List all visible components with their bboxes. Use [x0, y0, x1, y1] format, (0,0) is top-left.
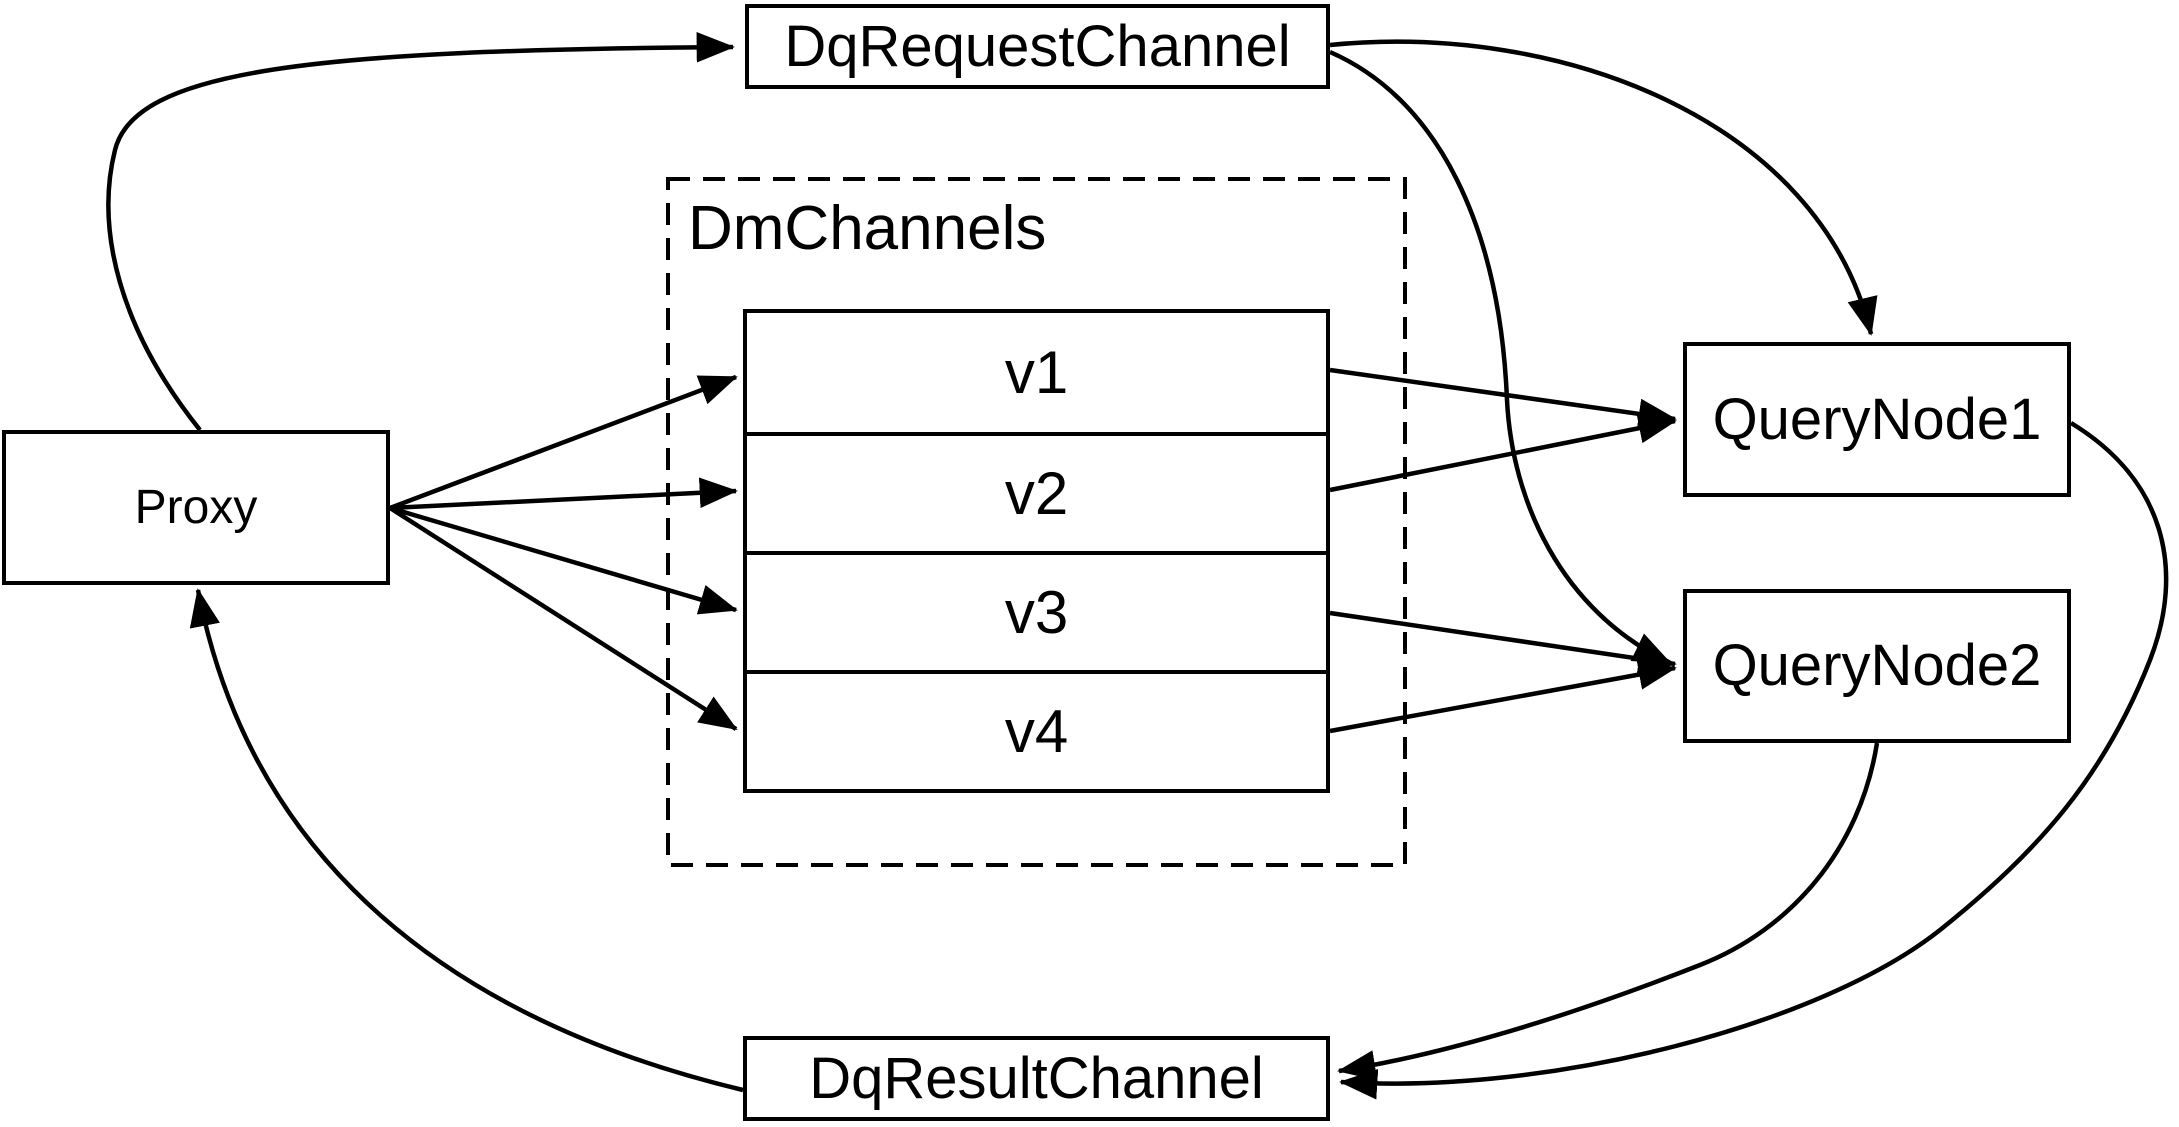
edge-dqrequestchannel-to-querynode1 — [1329, 39, 1878, 336]
channel-row-v4-label: v4 — [1004, 697, 1069, 765]
channel-row-v2: v2 — [747, 432, 1326, 551]
edge-v2-to-querynode1 — [1329, 413, 1677, 493]
edge-v3-to-querynode2 — [1329, 610, 1677, 674]
node-dq-result-channel: DqResultChannel — [743, 1036, 1330, 1121]
channel-row-v3-label: v3 — [1004, 578, 1069, 646]
node-proxy: Proxy — [2, 430, 390, 585]
edge-v4-to-querynode2 — [1329, 659, 1677, 734]
channel-row-v4: v4 — [747, 670, 1326, 789]
edge-proxy-to-v3 — [389, 505, 738, 615]
channel-row-v1-label: v1 — [1004, 338, 1069, 406]
node-dq-result-channel-label: DqResultChannel — [809, 1045, 1264, 1111]
node-query-node-2: QueryNode2 — [1683, 589, 2071, 743]
edge-proxy-to-v4 — [388, 506, 738, 731]
channel-row-v1: v1 — [747, 313, 1326, 432]
dm-channels-group-border — [666, 177, 1407, 867]
edge-dqresultchannel-to-proxy — [189, 588, 744, 1093]
edge-dqrequestchannel-to-querynode2 — [1329, 49, 1672, 666]
edge-v1-to-querynode1 — [1329, 367, 1677, 430]
edge-proxy-to-v1 — [389, 374, 738, 511]
node-proxy-label: Proxy — [134, 480, 258, 534]
node-dq-request-channel-label: DqRequestChannel — [784, 13, 1291, 79]
channel-row-v3: v3 — [747, 551, 1326, 670]
edge-proxy-to-v2 — [389, 477, 738, 511]
dm-channels-group-label: DmChannels — [688, 194, 1047, 263]
edge-querynode1-to-dqresultchannel — [1339, 421, 2169, 1100]
edge-proxy-to-dqrequestchannel — [106, 31, 735, 432]
node-query-node-1-label: QueryNode1 — [1712, 386, 2042, 452]
dm-channels-table: v1 v2 v3 v4 — [743, 309, 1330, 793]
node-query-node-1: QueryNode1 — [1683, 342, 2071, 497]
node-query-node-2-label: QueryNode2 — [1712, 633, 2042, 698]
node-dq-request-channel: DqRequestChannel — [745, 4, 1330, 89]
edge-querynode2-to-dqresultchannel — [1337, 742, 1880, 1081]
channel-row-v2-label: v2 — [1004, 459, 1069, 527]
